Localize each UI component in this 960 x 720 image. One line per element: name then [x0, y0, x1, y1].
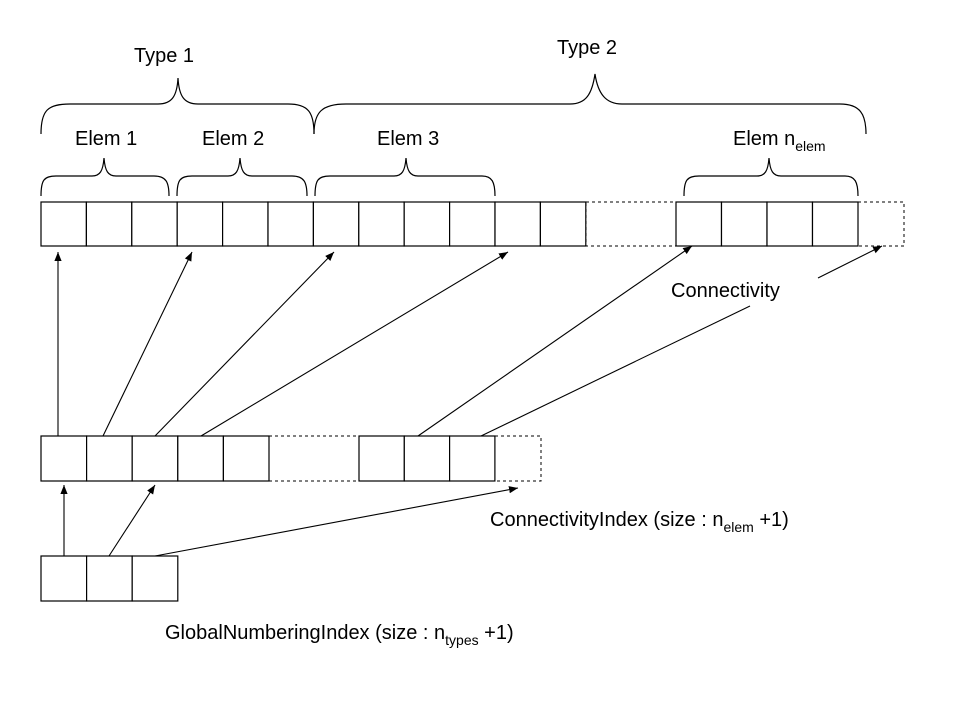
connectivity-index-label: ConnectivityIndex (size : nelem +1) [490, 509, 789, 535]
connectivity-index-label-subscript: elem [723, 519, 753, 535]
connectivity-cell [176, 201, 224, 247]
connectivity-end-cell [857, 201, 905, 247]
connectivity-cell [539, 201, 587, 247]
connectivity-index-array [40, 435, 496, 482]
connectivity-cell [358, 201, 405, 247]
index-arrow [154, 486, 519, 557]
connectivity-cell [811, 201, 859, 247]
global-numbering-index-label: GlobalNumberingIndex (size : ntypes +1) [165, 622, 514, 648]
connectivity-cell [403, 201, 451, 247]
connectivity-cell [494, 201, 542, 247]
connectivity-cell [312, 201, 360, 247]
connectivity-cell [85, 201, 133, 247]
pointer-arrow [480, 305, 751, 437]
connectivity-index-cell [222, 435, 270, 482]
elem3-label: Elem 3 [377, 128, 439, 150]
connectivity-index-cell [85, 435, 133, 482]
connectivity-pointer-arrows [54, 245, 883, 437]
connectivity-index-cell [403, 435, 451, 482]
elem2-brace [176, 157, 308, 197]
global-numbering-arrows [60, 484, 519, 557]
connectivity-index-label-tail: +1) [754, 509, 789, 531]
connectivity-index-end-cell [494, 435, 542, 482]
type-braces [40, 73, 867, 135]
elem1-label: Elem 1 [75, 128, 137, 150]
connectivity-cell [449, 201, 496, 247]
type1-brace [40, 77, 315, 135]
connectivity-index-cell [131, 435, 179, 482]
type2-brace [313, 73, 867, 135]
connectivity-array [40, 201, 859, 247]
type1-label: Type 1 [134, 45, 194, 67]
connectivity-label: Connectivity [671, 280, 780, 302]
elem2-label: Elem 2 [202, 128, 264, 150]
connectivity-index-cell [40, 435, 88, 482]
connectivity-cell [131, 201, 178, 247]
connectivity-cell [267, 201, 315, 247]
elemn-label-subscript: elem [795, 138, 825, 154]
global-numbering-index-label-tail: +1) [479, 622, 514, 644]
elemn-brace [683, 157, 859, 197]
global-numbering-index-array [40, 555, 179, 602]
pointer-arrow [817, 245, 883, 279]
elemn-label-main: Elem n [733, 128, 795, 150]
connectivity-index-cell [449, 435, 496, 482]
elemn-label: Elem nelem [733, 128, 826, 154]
global-numbering-index-label-subscript: types [445, 632, 478, 648]
type2-label: Type 2 [557, 37, 617, 59]
pointer-arrow [102, 251, 193, 437]
pointer-arrow [200, 251, 509, 437]
index-arrow [108, 484, 156, 557]
connectivity-index-label-main: ConnectivityIndex (size : n [490, 509, 723, 531]
pointer-arrow [417, 245, 693, 437]
connectivity-cell [222, 201, 269, 247]
connectivity-cell [675, 201, 723, 247]
global-numbering-index-cell [40, 555, 88, 602]
elem3-brace [314, 157, 496, 197]
global-numbering-index-label-main: GlobalNumberingIndex (size : n [165, 622, 445, 644]
connectivity-index-gap [268, 435, 360, 482]
connectivity-gap [585, 201, 677, 247]
connectivity-cell [766, 201, 814, 247]
connectivity-cell [40, 201, 88, 247]
global-numbering-index-cell [85, 555, 133, 602]
connectivity-index-cell [177, 435, 225, 482]
global-numbering-index-cell [131, 555, 179, 602]
elem1-brace [40, 157, 170, 197]
connectivity-index-cell [358, 435, 405, 482]
connectivity-cell [720, 201, 768, 247]
element-braces [40, 157, 859, 197]
pointer-arrow [154, 251, 335, 437]
